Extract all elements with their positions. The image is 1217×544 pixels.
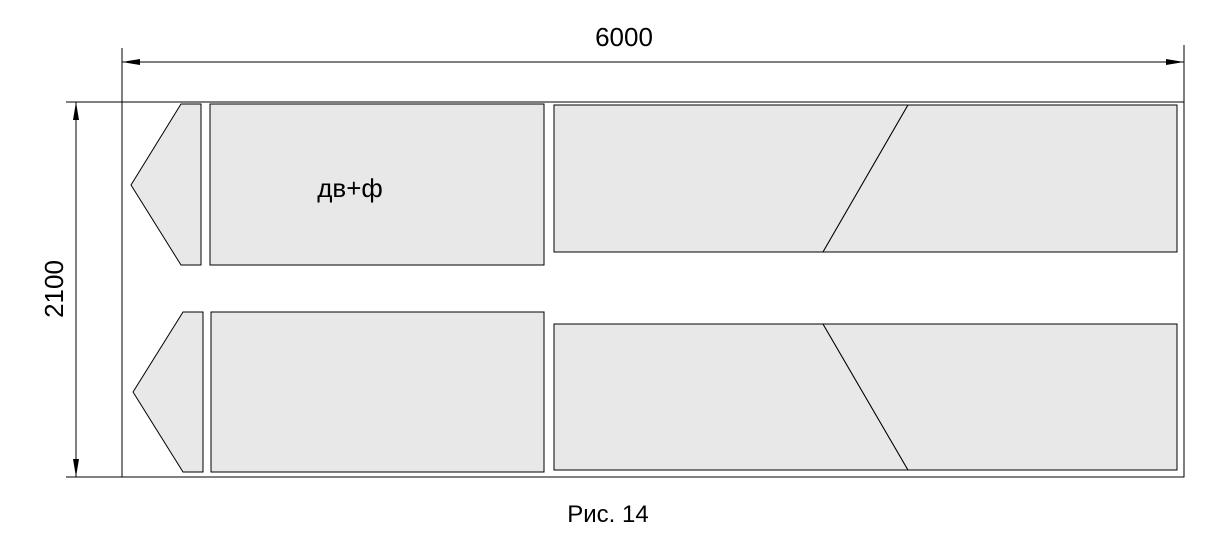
width-label: 6000 [595,22,653,52]
width-arrow-left [122,59,140,65]
height-dimension: 2100 [39,101,122,478]
top-right-part-right [822,104,1178,253]
height-arrow-bottom [73,459,79,477]
height-label: 2100 [39,260,69,318]
top-row: дв+ф [130,103,1178,266]
height-arrow-top [73,102,79,120]
bottom-right-part-right [822,323,1178,471]
top-pointed-part [130,103,202,266]
top-middle-part [209,103,545,266]
bottom-row [132,311,1178,473]
width-arrow-right [1166,59,1184,65]
sheet-outline [121,101,1185,478]
bottom-pointed-part [132,311,204,473]
top-middle-part-label: дв+ф [317,173,383,203]
width-dimension: 6000 [121,22,1185,102]
figure-caption: Рис. 14 [567,501,648,528]
bottom-middle-part [210,311,545,473]
